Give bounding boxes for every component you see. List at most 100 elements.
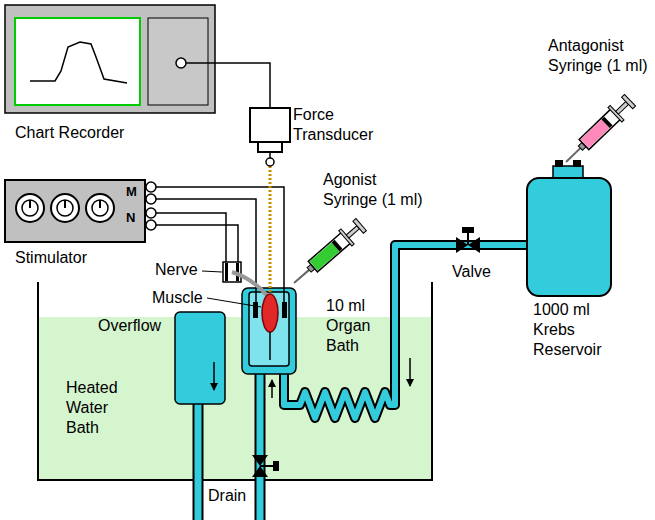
krebs-reservoir — [573, 160, 581, 167]
terminal-letter: N — [126, 211, 135, 225]
antagonist-syringe — [566, 148, 580, 162]
agonist-syringe — [346, 226, 359, 238]
transducer-outline — [250, 108, 290, 142]
krebs-reservoir — [527, 160, 611, 296]
recorder-screen — [15, 18, 140, 105]
antagonist-syringe — [616, 102, 629, 115]
stimulator-knob — [51, 194, 79, 222]
recorder-cable — [186, 62, 215, 64]
stimulator-wire — [156, 187, 284, 303]
drain-pipe — [257, 374, 264, 520]
nerve — [232, 272, 268, 297]
part-label: Antagonist Syringe (1 ml) — [548, 36, 655, 76]
stimulator-outline — [5, 180, 145, 242]
part-label: 10 ml Organ Bath — [326, 296, 386, 356]
recorder-panel — [148, 18, 208, 105]
organ-bath — [242, 288, 296, 374]
part-label: Agonist Syringe (1 ml) — [323, 170, 431, 210]
drain-pipe — [195, 404, 202, 520]
drain-valve — [252, 455, 268, 466]
stimulator-knob — [16, 194, 44, 222]
muscle — [262, 294, 278, 332]
transducer-outline — [250, 108, 290, 142]
leader-line — [202, 271, 222, 272]
stimulator-knob — [29, 200, 31, 208]
part-label: Muscle — [152, 288, 212, 308]
signal-cable — [215, 63, 270, 108]
muscle-electrode — [253, 302, 258, 318]
agonist-syringe — [353, 219, 367, 234]
recorder-outline — [5, 5, 215, 113]
part-label: 1000 ml Krebs Reservoir — [533, 300, 613, 360]
transducer-hook — [269, 152, 271, 158]
instrument-label: Chart Recorder — [15, 123, 215, 143]
flow-arrow — [214, 358, 410, 398]
supply-valve — [462, 227, 474, 233]
part-label: Valve — [452, 262, 512, 282]
supply-valve — [467, 232, 469, 245]
part-label: Overflow — [98, 316, 173, 336]
instrument-label: Force Transducer — [293, 105, 383, 145]
stimulator-wire — [156, 225, 238, 263]
krebs-reservoir — [527, 178, 611, 296]
part-label: Nerve — [155, 260, 215, 280]
recorder-socket — [176, 58, 186, 68]
antagonist-syringe — [559, 93, 637, 169]
transducer-thread — [269, 166, 272, 294]
antagonist-syringe — [622, 94, 636, 108]
drain-valve — [273, 461, 279, 471]
stimulator-knob — [22, 200, 38, 216]
drain-pipe — [193, 404, 204, 520]
stimulator-terminal — [146, 194, 156, 204]
instrument-box: Force Transducer — [250, 108, 290, 142]
stimulator-outline — [5, 180, 145, 242]
supply-valve — [456, 227, 480, 253]
agonist-syringe — [294, 270, 309, 283]
flow-arrow — [271, 380, 273, 398]
stimulator-knob — [99, 200, 101, 208]
krebs-pipe — [284, 245, 527, 418]
instrument-box: Chart Recorder — [5, 5, 215, 113]
stimulator-knob — [64, 200, 66, 208]
drain-valve — [252, 466, 268, 477]
muscle-electrode — [282, 302, 287, 318]
drain-valve — [252, 455, 279, 477]
flow-arrow — [213, 362, 215, 390]
stimulator-wire — [156, 187, 284, 303]
nerve-electrode — [225, 263, 228, 281]
stimulator-terminal — [146, 182, 156, 192]
drain-valve — [260, 465, 274, 467]
drain-pipe — [255, 374, 266, 520]
transducer-base — [258, 142, 282, 152]
flow-arrow — [409, 358, 411, 386]
krebs-reservoir — [555, 160, 563, 167]
instrument-box: StimulatorMN — [5, 180, 145, 242]
recorder-outline — [5, 5, 215, 113]
terminal-letter: M — [126, 185, 137, 199]
organ-bath — [249, 292, 289, 366]
stimulator-terminal — [146, 208, 156, 218]
leader-line — [207, 298, 261, 307]
stimulator-wire — [156, 213, 226, 263]
water-bath-tank — [38, 282, 432, 480]
stimulator-knob — [86, 194, 114, 222]
instrument-label: Stimulator — [15, 248, 145, 268]
krebs-pipe — [284, 245, 527, 418]
agonist-syringe — [310, 242, 340, 270]
stimulator-wire — [156, 199, 256, 303]
overflow-container — [175, 312, 225, 404]
muscle-anchor — [269, 332, 271, 360]
antagonist-syringe — [581, 119, 610, 148]
supply-valve — [456, 237, 468, 253]
part-label: Heated Water Bath — [66, 378, 136, 438]
stimulator-terminal — [146, 220, 156, 230]
stimulator-knob — [57, 200, 73, 216]
supply-valve — [468, 237, 480, 253]
agonist-syringe — [332, 240, 343, 252]
krebs-pipe — [284, 245, 527, 418]
recorder-trace — [30, 42, 127, 83]
stimulator-knob — [92, 200, 108, 216]
transducer-hook — [266, 158, 274, 166]
antagonist-syringe — [601, 117, 612, 128]
